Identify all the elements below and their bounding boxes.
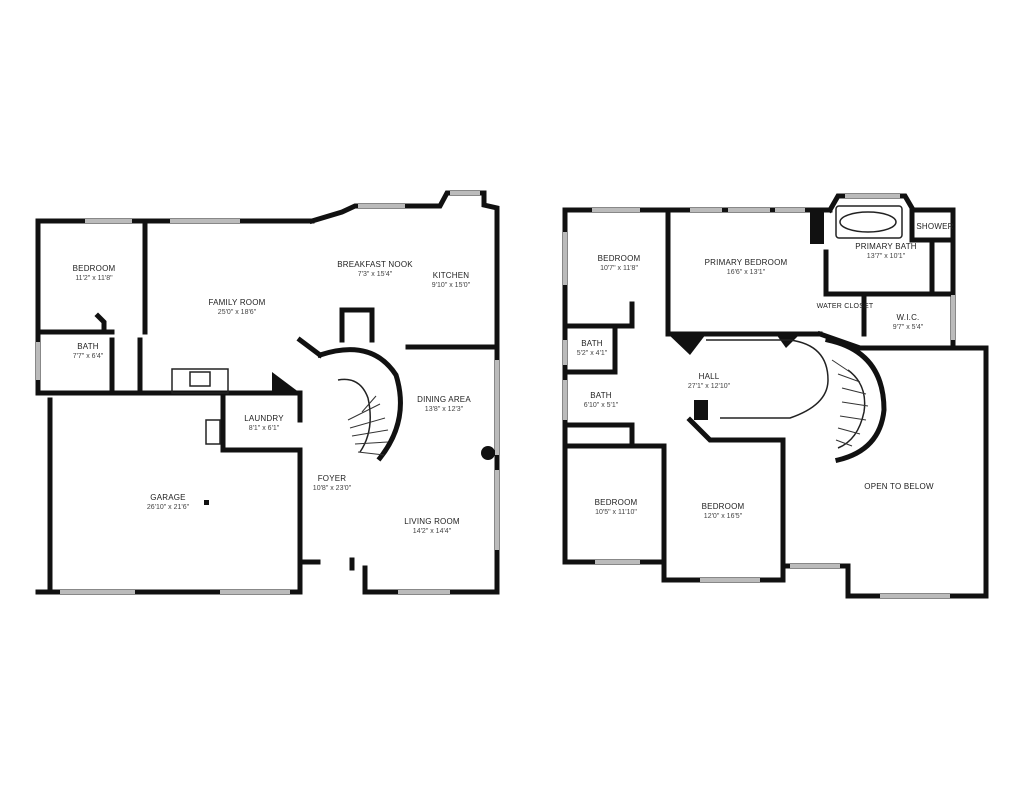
- room-dims-bedroom: 11'2" x 11'8": [75, 275, 113, 282]
- room-dims-wic: 9'7" x 5'4": [893, 324, 924, 331]
- room-dims-breakfast-nook: 7'3" x 15'4": [358, 271, 393, 278]
- room-label-shower: SHOWER: [916, 222, 953, 231]
- room-dims-bedroom-s: 12'0" x 16'5": [704, 513, 743, 520]
- room-dims-bath: 7'7" x 6'4": [73, 353, 104, 360]
- room-label-hall: HALL: [699, 372, 720, 381]
- room-label-open-to-below: OPEN TO BELOW: [864, 482, 934, 491]
- room-label-family-room: FAMILY ROOM: [208, 298, 265, 307]
- second-floor-plan: [562, 193, 989, 599]
- room-dims-primary-bath: 13'7" x 10'1": [867, 253, 906, 260]
- room-dims-dining-area: 13'8" x 12'3": [425, 406, 464, 413]
- room-dims-bath-b: 6'10" x 5'1": [584, 402, 619, 409]
- first-floor-labels: BEDROOM 11'2" x 11'8" BATH 7'7" x 6'4" F…: [73, 260, 472, 535]
- room-label-kitchen: KITCHEN: [433, 271, 470, 280]
- room-label-living-room: LIVING ROOM: [404, 517, 460, 526]
- room-label-dining-area: DINING AREA: [417, 395, 471, 404]
- room-dims-laundry: 8'1" x 6'1": [249, 425, 280, 432]
- room-dims-family-room: 25'0" x 18'6": [218, 309, 257, 316]
- room-dims-foyer: 10'8" x 23'0": [313, 485, 352, 492]
- room-dims-garage: 26'10" x 21'6": [147, 504, 190, 511]
- second-floor-labels: BEDROOM 10'7" x 11'8" PRIMARY BEDROOM 16…: [577, 222, 954, 520]
- room-label-garage: GARAGE: [150, 493, 185, 502]
- room-dims-hall: 27'1" x 12'10": [688, 383, 731, 390]
- room-dims-bedroom-nw: 10'7" x 11'8": [600, 265, 638, 272]
- room-label-bedroom: BEDROOM: [73, 264, 116, 273]
- room-label-bath: BATH: [77, 342, 99, 351]
- room-dims-kitchen: 9'10" x 15'0": [432, 282, 471, 289]
- first-floor-plan: [35, 190, 500, 595]
- room-label-bath-a: BATH: [581, 339, 603, 348]
- room-label-water-closet: WATER CLOSET: [817, 303, 874, 310]
- room-label-primary-bath: PRIMARY BATH: [855, 242, 917, 251]
- room-dims-bath-a: 5'2" x 4'1": [577, 350, 608, 357]
- room-dims-bedroom-sw: 10'5" x 11'10": [595, 509, 637, 516]
- room-label-primary-bedroom: PRIMARY BEDROOM: [705, 258, 788, 267]
- room-dims-living-room: 14'2" x 14'4": [413, 528, 452, 535]
- room-label-bath-b: BATH: [590, 391, 612, 400]
- room-label-laundry: LAUNDRY: [244, 414, 284, 423]
- room-label-breakfast-nook: BREAKFAST NOOK: [337, 260, 413, 269]
- room-label-bedroom-sw: BEDROOM: [595, 498, 638, 507]
- room-label-bedroom-nw: BEDROOM: [598, 254, 641, 263]
- room-label-wic: W.I.C.: [897, 313, 920, 322]
- room-label-foyer: FOYER: [318, 474, 347, 483]
- room-label-bedroom-s: BEDROOM: [702, 502, 745, 511]
- room-dims-primary-bedroom: 16'6" x 13'1": [727, 269, 766, 276]
